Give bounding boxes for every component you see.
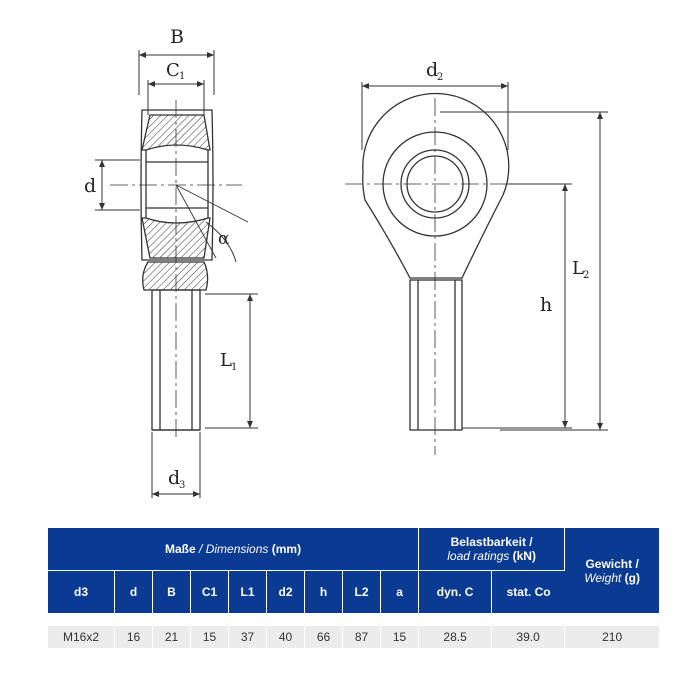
label-d: d [84, 175, 96, 197]
header-weight: Gewicht /Weight (g) [565, 528, 660, 614]
table-row: M16x2 16 21 15 37 40 66 87 15 28.5 39.0 … [48, 626, 660, 648]
col-header-stat-co: stat. Co [492, 571, 566, 614]
cell-stat-co: 39.0 [492, 626, 566, 648]
cell-l2: 87 [343, 626, 381, 648]
label-l2: L [572, 258, 584, 279]
col-header-l1: L1 [229, 571, 267, 614]
col-header-a: a [381, 571, 420, 614]
label-c1-sub: 1 [179, 71, 185, 82]
col-header-l2: L2 [343, 571, 381, 614]
cell-c1: 15 [191, 626, 229, 648]
cell-l1: 37 [229, 626, 267, 648]
col-header-dyn-c: dyn. C [419, 571, 493, 614]
col-header-d3: d3 [48, 571, 115, 614]
label-d3-sub: 3 [179, 480, 185, 491]
dimensions-table: Maße / Dimensions (mm) Belastbarkeit /lo… [48, 528, 660, 648]
cell-d2: 40 [267, 626, 305, 648]
label-d2-sub: 2 [437, 72, 443, 83]
label-h: h [540, 294, 552, 316]
label-c1: C [166, 60, 180, 81]
front-view [345, 82, 608, 455]
label-l1: L [220, 350, 232, 371]
col-header-c1: C1 [191, 571, 229, 614]
label-b: B [170, 26, 184, 48]
cell-d: 16 [115, 626, 153, 648]
label-d2: d [426, 59, 438, 81]
label-d3: d [168, 467, 180, 489]
label-alpha: α [218, 229, 230, 249]
label-l1-sub: 1 [231, 362, 237, 373]
cell-a: 15 [381, 626, 420, 648]
col-header-b: B [153, 571, 191, 614]
col-header-h: h [305, 571, 343, 614]
col-header-d: d [115, 571, 153, 614]
cell-weight: 210 [565, 626, 660, 648]
header-load-ratings: Belastbarkeit /load ratings (kN) [419, 528, 566, 571]
label-l2-sub: 2 [583, 270, 589, 281]
cell-dyn-c: 28.5 [419, 626, 493, 648]
cell-h: 66 [305, 626, 343, 648]
side-view [95, 50, 258, 498]
header-dimensions: Maße / Dimensions (mm) [48, 528, 420, 571]
col-header-d2: d2 [267, 571, 305, 614]
cell-d3: M16x2 [48, 626, 115, 648]
cell-b: 21 [153, 626, 191, 648]
technical-drawing: B C 1 d α L 1 d 3 d 2 h L 2 [84, 26, 608, 498]
